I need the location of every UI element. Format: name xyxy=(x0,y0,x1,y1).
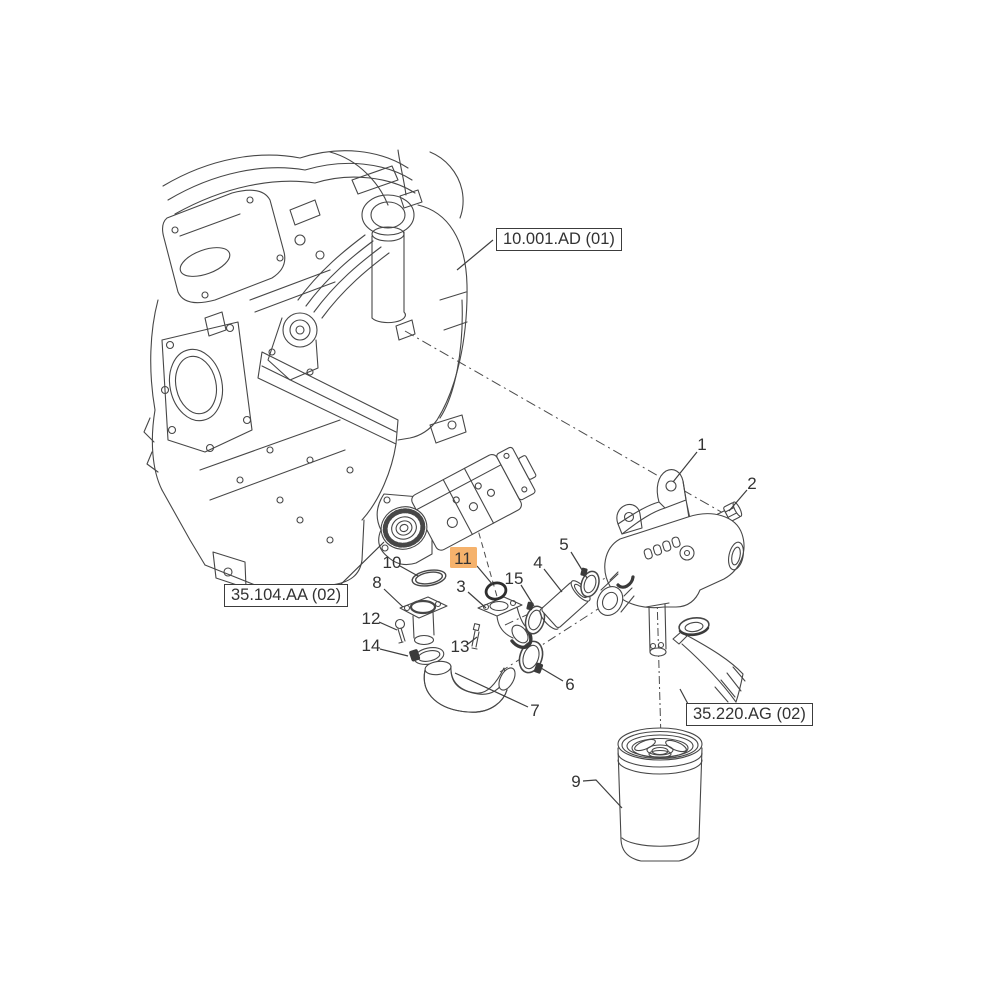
leader-lines xyxy=(332,239,748,809)
part-9-oil-filter xyxy=(617,727,703,862)
filter-axis-centerline xyxy=(656,595,662,741)
ref-box-10-001-ad[interactable]: 10.001.AD (01) xyxy=(496,228,622,251)
part-7-elbow-hose xyxy=(423,660,516,713)
part-13-stud-bolt xyxy=(471,623,481,650)
hydraulic-pump-drawing xyxy=(376,446,537,566)
callout-13[interactable]: 13 xyxy=(451,637,470,656)
callout-1[interactable]: 1 xyxy=(697,435,706,454)
callout-14[interactable]: 14 xyxy=(362,636,381,655)
ref-box-35-104-aa[interactable]: 35.104.AA (02) xyxy=(224,584,349,607)
part-12-bolt xyxy=(394,618,406,644)
part-14-hose-clamp xyxy=(409,647,445,665)
callout-12[interactable]: 12 xyxy=(362,609,381,628)
callout-11-highlight xyxy=(450,547,477,568)
filter-head-assembly xyxy=(596,469,746,703)
callout-2[interactable]: 2 xyxy=(747,474,756,493)
callout-4[interactable]: 4 xyxy=(533,553,542,572)
callout-3[interactable]: 3 xyxy=(456,577,465,596)
callout-5[interactable]: 5 xyxy=(559,535,568,554)
callout-8[interactable]: 8 xyxy=(372,573,381,592)
part-11-oring xyxy=(484,581,508,601)
callout-numbers: 1 2 3 4 5 6 7 8 9 10 11 12 13 14 15 xyxy=(362,435,757,791)
remote-oil-hose xyxy=(681,635,746,703)
callout-11[interactable]: 11 xyxy=(454,549,472,568)
engine-line-art xyxy=(143,149,468,589)
part-3-flange-fitting xyxy=(477,596,533,649)
callout-15[interactable]: 15 xyxy=(505,569,524,588)
part-5-clamp xyxy=(580,567,600,598)
gasket-ring xyxy=(672,617,710,645)
small-parts xyxy=(394,501,743,713)
pump-to-port-centerline xyxy=(475,522,499,601)
callout-7[interactable]: 7 xyxy=(530,701,539,720)
part-6-hose-clamp xyxy=(518,640,544,674)
filter-head-body xyxy=(596,513,745,657)
callout-9[interactable]: 9 xyxy=(571,772,580,791)
pump-pulley-gear xyxy=(380,506,428,550)
ref-box-35-220-ag[interactable]: 35.220.AG (02) xyxy=(686,703,813,726)
callout-6[interactable]: 6 xyxy=(565,675,574,694)
part-8-flange-fitting xyxy=(399,596,448,646)
part-1-bracket xyxy=(616,469,693,535)
part-10-oring xyxy=(411,569,447,587)
callout-10[interactable]: 10 xyxy=(383,553,402,572)
